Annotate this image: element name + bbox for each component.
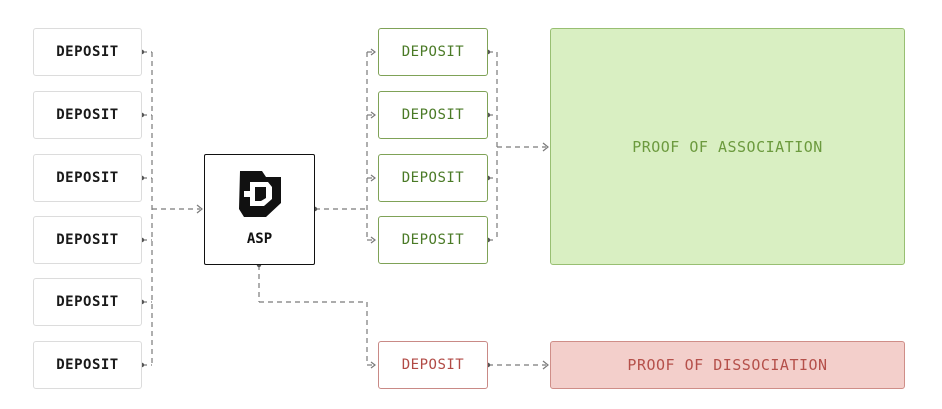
dissociated-deposit: DEPOSIT bbox=[378, 341, 488, 389]
associated-deposit-2: DEPOSIT bbox=[378, 91, 488, 139]
source-deposit-2: DEPOSIT bbox=[33, 91, 142, 139]
asp-label: ASP bbox=[246, 231, 273, 247]
source-deposit-1: DEPOSIT bbox=[33, 28, 142, 76]
source-deposit-6: DEPOSIT bbox=[33, 341, 142, 389]
associated-deposit-label: DEPOSIT bbox=[401, 44, 465, 60]
proof-of-association: PROOF OF ASSOCIATION bbox=[550, 28, 905, 265]
source-deposit-label: DEPOSIT bbox=[56, 170, 119, 186]
source-deposit-label: DEPOSIT bbox=[56, 44, 119, 60]
source-deposit-label: DEPOSIT bbox=[56, 232, 119, 248]
source-deposit-5: DEPOSIT bbox=[33, 278, 142, 326]
associated-deposit-label: DEPOSIT bbox=[401, 170, 465, 186]
associated-deposit-label: DEPOSIT bbox=[401, 107, 465, 123]
source-deposit-4: DEPOSIT bbox=[33, 216, 142, 264]
asp-logo-icon bbox=[239, 171, 281, 217]
associated-deposit-4: DEPOSIT bbox=[378, 216, 488, 264]
proof-of-dissociation: PROOF OF DISSOCIATION bbox=[550, 341, 905, 389]
source-deposit-label: DEPOSIT bbox=[56, 294, 119, 310]
source-deposit-label: DEPOSIT bbox=[56, 357, 119, 373]
source-deposit-3: DEPOSIT bbox=[33, 154, 142, 202]
associated-deposit-3: DEPOSIT bbox=[378, 154, 488, 202]
proof-of-association-label: PROOF OF ASSOCIATION bbox=[632, 137, 823, 156]
associated-deposit-1: DEPOSIT bbox=[378, 28, 488, 76]
asp-node: ASP bbox=[204, 154, 315, 265]
proof-of-dissociation-label: PROOF OF DISSOCIATION bbox=[627, 356, 828, 374]
source-deposit-label: DEPOSIT bbox=[56, 107, 119, 123]
dissociated-deposit-label: DEPOSIT bbox=[401, 357, 465, 373]
associated-deposit-label: DEPOSIT bbox=[401, 232, 465, 248]
